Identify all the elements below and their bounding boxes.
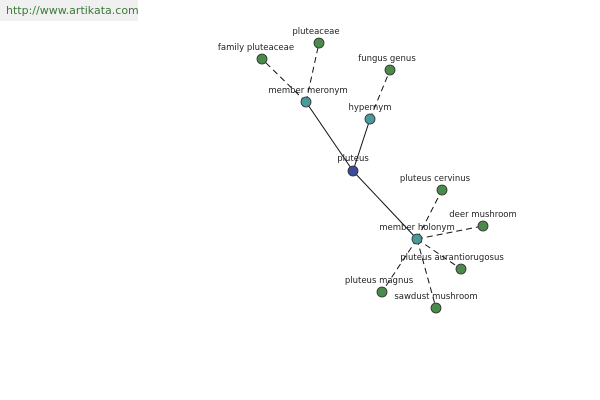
node-circle-fungus-genus[interactable] <box>384 64 396 76</box>
node-circle-hypernym[interactable] <box>364 113 376 125</box>
node-circle-family-pluteaceae[interactable] <box>256 53 268 65</box>
node-circle-pluteaceae[interactable] <box>313 37 325 49</box>
node-fungus-genus[interactable]: fungus genus <box>358 54 416 76</box>
node-label-pluteus-cervinus: pluteus cervinus <box>400 174 471 184</box>
node-circle-sawdust-mushroom[interactable] <box>430 302 442 314</box>
edge-pluteus-hypernym <box>352 118 371 172</box>
edge-member-holonym-sawdust-mushroom <box>416 238 437 309</box>
node-family-pluteaceae[interactable]: family pluteaceae <box>218 43 294 65</box>
edge-member-holonym-pluteus-aurantiorugosus <box>416 238 462 270</box>
node-label-family-pluteaceae: family pluteaceae <box>218 43 294 53</box>
edge-hypernym-fungus-genus <box>369 69 391 120</box>
node-label-pluteaceae: pluteaceae <box>292 27 339 37</box>
node-label-pluteus-aurantiorugosus: pluteus aurantiorugosus <box>400 253 504 263</box>
edge-member-meronym-family-pluteaceae <box>261 58 307 103</box>
site-url-watermark: http://www.artikata.com <box>0 0 139 21</box>
node-label-member-holonym: member holonym <box>379 223 454 233</box>
edge-pluteus-member-holonym <box>352 170 418 240</box>
node-pluteus-magnus[interactable]: pluteus magnus <box>345 276 414 298</box>
node-pluteus-aurantiorugosus[interactable]: pluteus aurantiorugosus <box>400 253 504 275</box>
node-circle-pluteus[interactable] <box>347 165 359 177</box>
node-pluteaceae[interactable]: pluteaceae <box>292 27 340 49</box>
node-circle-deer-mushroom[interactable] <box>477 220 489 232</box>
node-deer-mushroom[interactable]: deer mushroom <box>449 210 517 232</box>
edge-pluteus-member-meronym <box>305 101 354 172</box>
node-label-pluteus-magnus: pluteus magnus <box>345 276 414 286</box>
node-sawdust-mushroom[interactable]: sawdust mushroom <box>394 292 478 314</box>
node-pluteus[interactable]: pluteus <box>337 154 369 177</box>
node-circle-member-holonym[interactable] <box>411 233 423 245</box>
node-label-member-meronym: member meronym <box>268 86 347 96</box>
node-label-fungus-genus: fungus genus <box>358 54 416 64</box>
graph-edges <box>261 42 484 309</box>
node-label-deer-mushroom: deer mushroom <box>449 210 517 220</box>
node-label-sawdust-mushroom: sawdust mushroom <box>394 292 477 302</box>
node-hypernym[interactable]: hypernym <box>348 103 392 125</box>
node-circle-pluteus-aurantiorugosus[interactable] <box>455 263 467 275</box>
edge-member-holonym-deer-mushroom <box>416 225 484 240</box>
node-circle-member-meronym[interactable] <box>300 96 312 108</box>
node-label-pluteus: pluteus <box>337 154 369 164</box>
edge-member-holonym-pluteus-cervinus <box>416 189 443 240</box>
node-pluteus-cervinus[interactable]: pluteus cervinus <box>400 174 471 196</box>
node-circle-pluteus-magnus[interactable] <box>376 286 388 298</box>
edge-member-meronym-pluteaceae <box>305 42 320 103</box>
edge-member-holonym-pluteus-magnus <box>381 238 418 293</box>
node-member-meronym[interactable]: member meronym <box>268 86 348 108</box>
node-circle-pluteus-cervinus[interactable] <box>436 184 448 196</box>
node-label-hypernym: hypernym <box>348 103 391 113</box>
node-member-holonym[interactable]: member holonym <box>379 223 455 245</box>
